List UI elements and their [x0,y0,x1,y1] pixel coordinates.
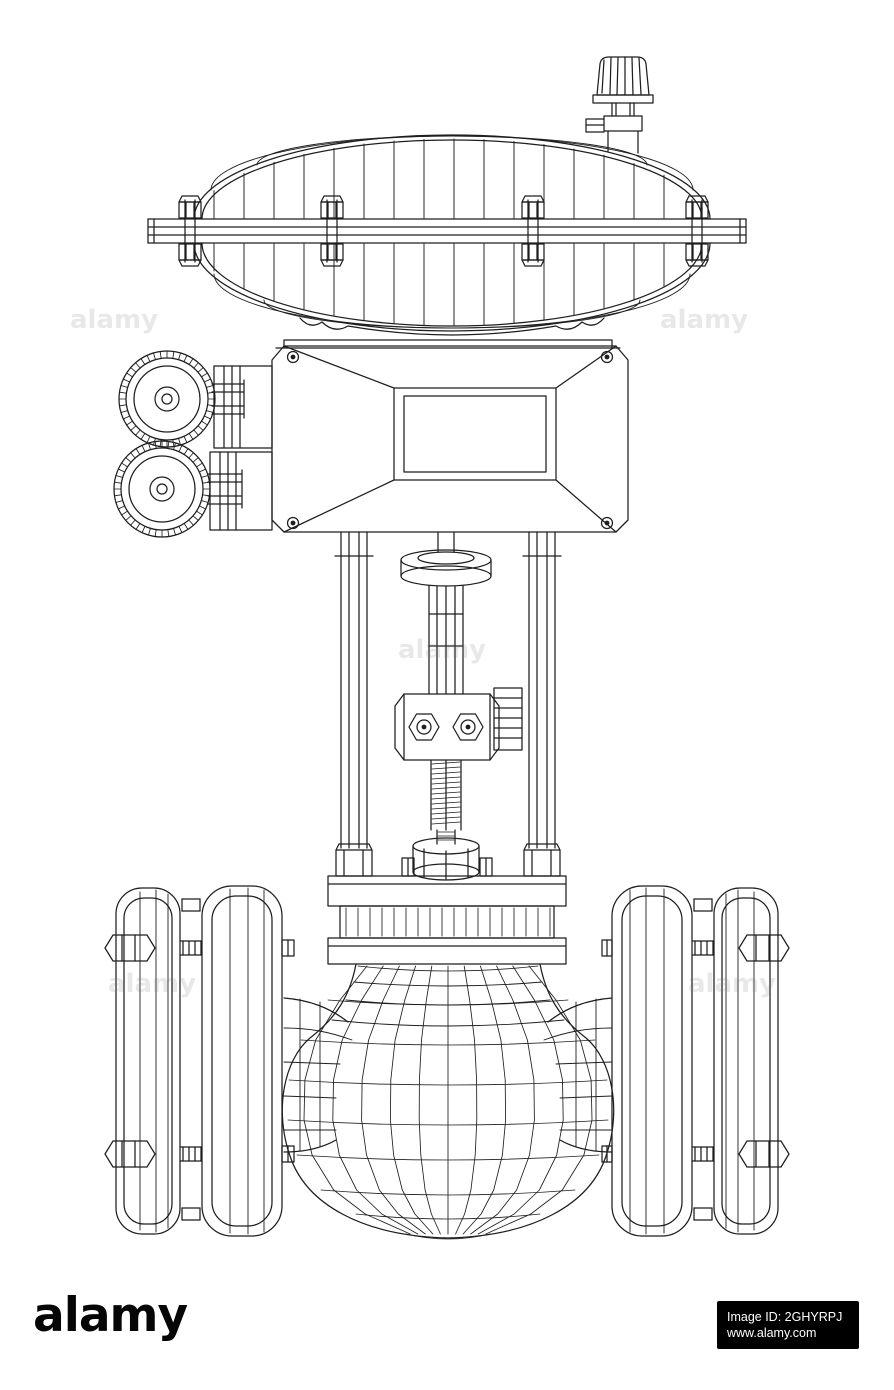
stem-coupling [394,693,500,761]
left-pipe [283,997,353,1153]
watermark-layer: alamy alamy alamy alamy alamy [70,305,776,999]
valve-stem-upper [428,585,464,695]
image-id-badge: Image ID: 2GHYRPJ www.alamy.com [717,1301,859,1349]
right-pipe [543,997,613,1153]
pressure-gauge-bottom [113,440,211,538]
actuator-vent-knob [585,56,654,154]
actuator-dome [193,134,711,336]
yoke [334,531,562,849]
watermark: alamy [108,969,196,999]
right-flange-pair [611,885,779,1237]
website-text: www.alamy.com [727,1326,817,1340]
yoke-nuts [335,843,561,877]
watermark: alamy [398,635,486,665]
watermark: alamy [70,305,158,335]
valve-body [281,963,615,1240]
image-id-text: Image ID: 2GHYRPJ [727,1310,843,1324]
positioner-mount-blocks [209,365,273,531]
flange-bolts [104,898,790,1221]
bonnet-flange [327,875,567,965]
stem-top-disc [400,531,492,587]
pressure-gauge-top [118,350,216,448]
gauge-stems [207,379,245,509]
actuator-clamp-band [147,218,747,244]
watermark: alamy [688,969,776,999]
alamy-logo: alamy [33,1288,188,1343]
actuator-band-bolts [178,195,709,267]
valve-stem-lower [412,759,480,881]
left-flange-pair [115,885,283,1237]
watermark: alamy [660,305,748,335]
stem-clamp-bracket [493,687,523,751]
positioner [271,339,629,533]
